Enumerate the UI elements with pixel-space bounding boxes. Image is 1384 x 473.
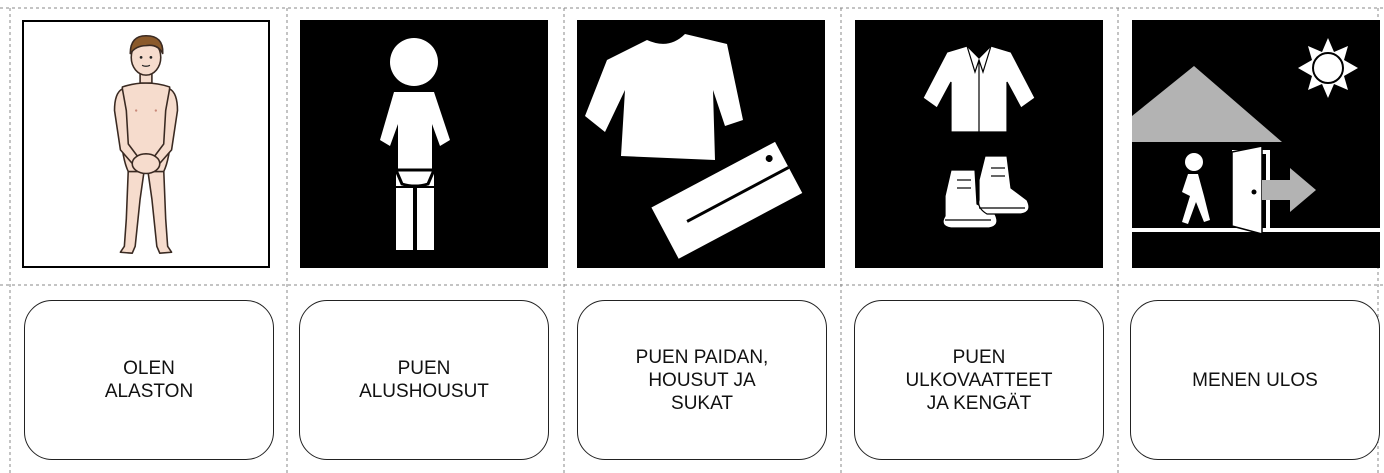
- going-outside-icon: [1132, 20, 1380, 268]
- jacket-and-boots-icon: [855, 20, 1103, 268]
- label-card-underpants: PUEN ALUSHOUSUT: [299, 300, 549, 460]
- label-card-shirt-pants-socks: PUEN PAIDAN, HOUSUT JA SUKAT: [577, 300, 827, 460]
- sun-icon: [1298, 38, 1358, 98]
- person-underpants-icon: [300, 20, 548, 268]
- label-card-going-out: MENEN ULOS: [1130, 300, 1380, 460]
- label-text: MENEN ULOS: [1192, 369, 1318, 392]
- label-text: PUEN ULKOVAATTEET JA KENGÄT: [905, 346, 1052, 415]
- picture-person-underpants: [300, 20, 548, 268]
- label-card-naked: OLEN ALASTON: [24, 300, 274, 460]
- picture-going-outside: [1132, 20, 1380, 268]
- label-text: PUEN ALUSHOUSUT: [359, 357, 489, 403]
- label-card-outerwear-shoes: PUEN ULKOVAATTEET JA KENGÄT: [854, 300, 1104, 460]
- label-text: OLEN ALASTON: [105, 357, 193, 403]
- shirt-and-pants-icon: [577, 20, 825, 268]
- picture-shirt-and-pants: [577, 20, 825, 268]
- picture-naked-boy: [22, 20, 270, 268]
- label-text: PUEN PAIDAN, HOUSUT JA SUKAT: [636, 346, 769, 415]
- naked-boy-icon: [24, 22, 268, 266]
- picture-jacket-and-boots: [855, 20, 1103, 268]
